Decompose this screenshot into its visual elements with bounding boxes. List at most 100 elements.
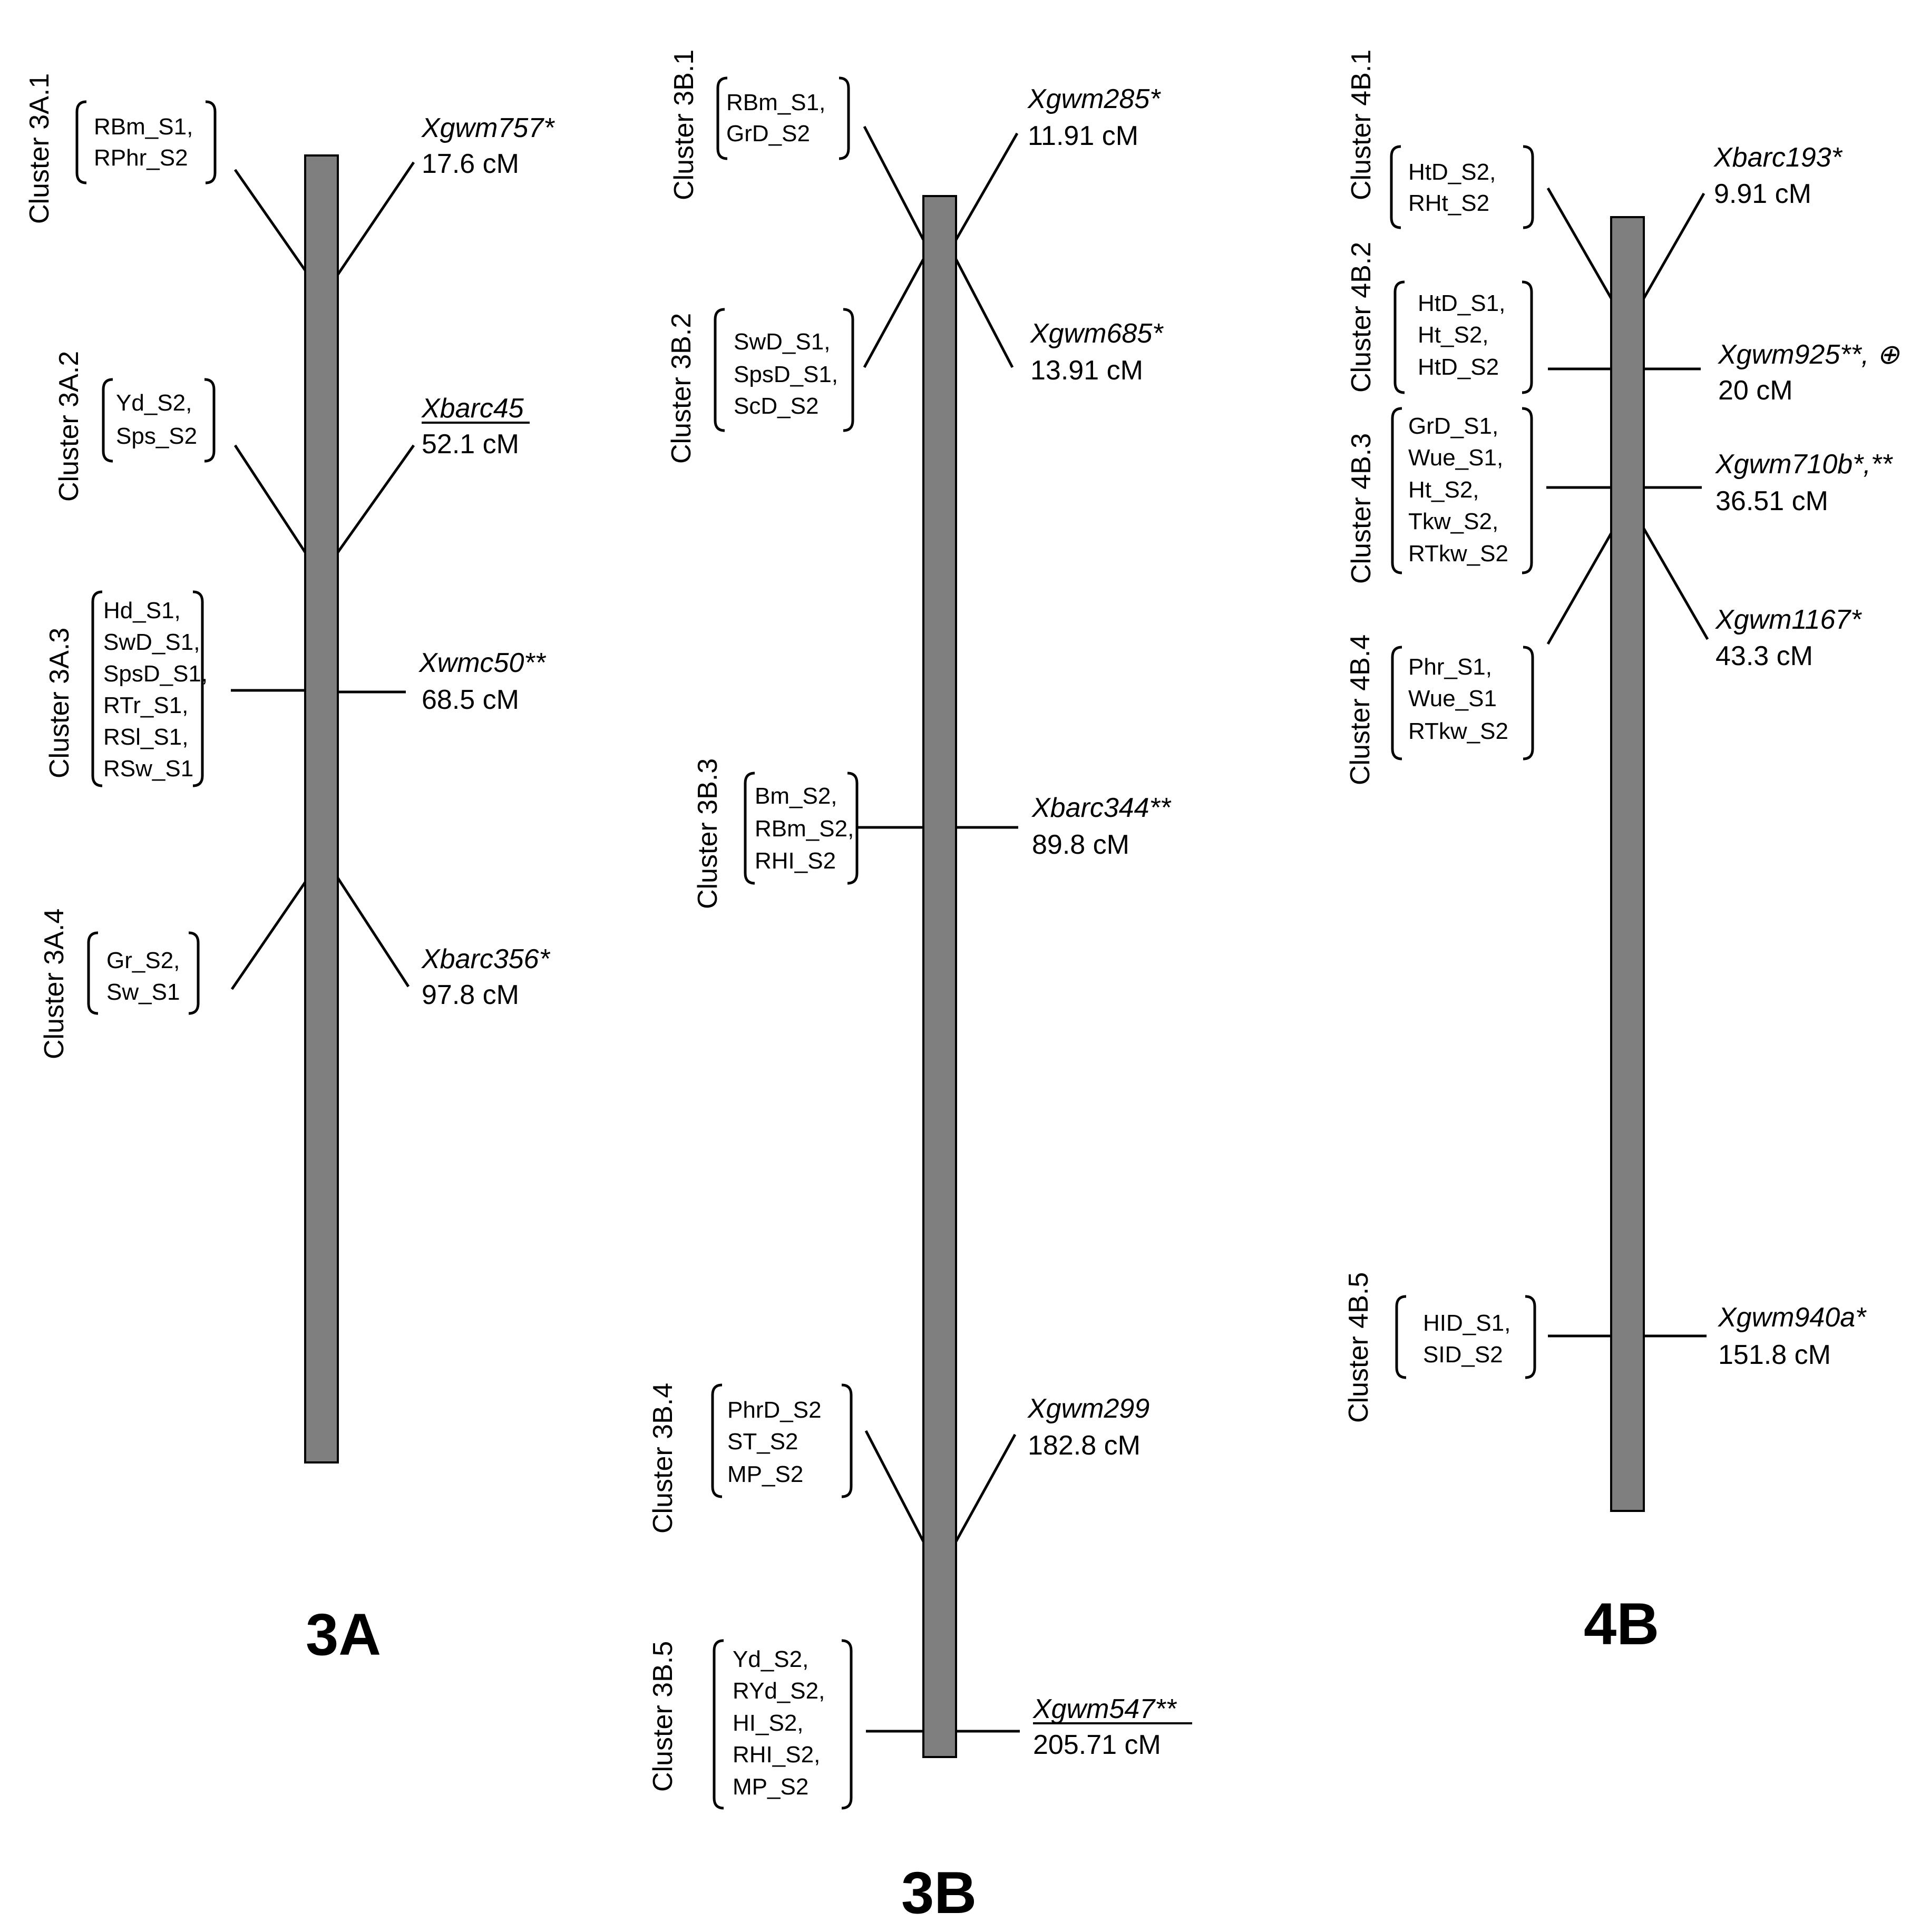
trait-4B-1-0: HtD_S2, <box>1408 159 1496 185</box>
trait-4B-2-1: Ht_S2, <box>1418 322 1489 348</box>
connector-right-3A-4 <box>336 877 410 988</box>
bracket-left-3B-5 <box>713 1639 724 1810</box>
bracket-right-3A-2 <box>204 378 216 463</box>
trait-3A-4-1: Sw_S1 <box>106 979 180 1005</box>
marker-name-3B-2: Xgwm685* <box>1030 318 1164 349</box>
trait-3B-2-1: SpsD_S1, <box>734 362 838 387</box>
marker-pos-3B-3: 89.8 cM <box>1032 830 1129 860</box>
trait-3A-3-1: SwD_S1, <box>103 629 200 655</box>
cluster-label-4B-3: Cluster 4B.3 <box>1346 433 1377 584</box>
bracket-right-3B-2 <box>843 308 854 432</box>
bracket-right-3A-4 <box>188 931 200 1015</box>
trait-3B-3-0: Bm_S2, <box>755 783 837 809</box>
chromosome-3A-bar <box>304 154 339 1463</box>
bracket-left-3B-1 <box>716 76 728 160</box>
connector-left-3B-4 <box>864 1430 925 1543</box>
cluster-label-3B-2: Cluster 3B.2 <box>666 313 697 464</box>
connector-right-3B-2 <box>954 258 1014 368</box>
trait-4B-3-2: Ht_S2, <box>1408 477 1479 503</box>
trait-3B-1-0: RBm_S1, <box>726 90 825 115</box>
chromosome-3B-label: 3B <box>901 1860 977 1926</box>
trait-3A-3-0: Hd_S1, <box>103 598 181 623</box>
marker-pos-3B-4: 182.8 cM <box>1028 1430 1141 1461</box>
marker-name-3B-5: Xgwm547** <box>1032 1694 1177 1724</box>
trait-3B-5-0: Yd_S2, <box>733 1646 808 1672</box>
trait-3A-1-0: RBm_S1, <box>94 114 193 140</box>
connector-right-3B-4 <box>954 1433 1017 1543</box>
cluster-label-4B-5: Cluster 4B.5 <box>1343 1272 1374 1423</box>
trait-4B-1-1: RHt_S2 <box>1408 190 1489 216</box>
connector-right-4B-1 <box>1642 192 1705 299</box>
chromosome-4B-group: Cluster 4B.1 HtD_S2, RHt_S2 Xbarc193* 9.… <box>1343 50 1900 1657</box>
bracket-right-4B-1 <box>1523 145 1534 229</box>
trait-3A-1-1: RPhr_S2 <box>94 145 188 171</box>
trait-3B-4-2: MP_S2 <box>727 1461 803 1487</box>
cluster-label-3A-2: Cluster 3A.2 <box>54 351 84 502</box>
bracket-right-3A-1 <box>205 100 217 184</box>
cluster-label-3B-1: Cluster 3B.1 <box>669 50 699 200</box>
connector-left-4B-1 <box>1546 187 1613 299</box>
bracket-right-3B-1 <box>839 76 850 160</box>
connector-right-4B-4 <box>1642 528 1709 640</box>
chromosome-3A-group: Cluster 3A.1 RBm_S1, RPhr_S2 Xgwm757* 17… <box>24 73 555 1667</box>
bracket-right-4B-5 <box>1525 1295 1536 1379</box>
marker-name-3B-1: Xgwm285* <box>1027 84 1161 114</box>
marker-pos-3B-1: 11.91 cM <box>1028 121 1138 151</box>
connector-left-4B-4 <box>1546 532 1613 645</box>
bracket-left-4B-4 <box>1391 646 1402 760</box>
trait-3A-3-2: SpsD_S1, <box>103 661 208 687</box>
marker-pos-4B-1: 9.91 cM <box>1714 179 1811 209</box>
marker-pos-3B-2: 13.91 cM <box>1030 355 1143 386</box>
connector-right-3A-2 <box>336 444 415 553</box>
chromosome-4B-bar <box>1610 216 1645 1512</box>
bracket-left-3B-3 <box>744 772 755 885</box>
bracket-left-4B-1 <box>1390 145 1401 229</box>
marker-name-3A-2: Xbarc45 <box>421 393 524 424</box>
marker-name-3B-3: Xbarc344** <box>1031 793 1172 823</box>
trait-4B-3-1: Wue_S1, <box>1408 445 1503 471</box>
trait-4B-4-2: RTkw_S2 <box>1408 718 1508 744</box>
trait-3A-4-0: Gr_S2, <box>106 948 180 973</box>
bracket-right-3B-5 <box>841 1639 853 1810</box>
trait-3B-5-4: MP_S2 <box>733 1774 808 1800</box>
marker-name-4B-3: Xgwm710b*,** <box>1715 449 1893 480</box>
connector-left-3A-2 <box>233 444 307 553</box>
cluster-label-4B-1: Cluster 4B.1 <box>1346 50 1377 200</box>
trait-3B-4-0: PhrD_S2 <box>727 1397 822 1423</box>
bracket-right-4B-4 <box>1523 646 1534 760</box>
bracket-right-3A-3 <box>192 590 204 787</box>
trait-4B-4-1: Wue_S1 <box>1408 686 1497 711</box>
chromosome-3B-bar <box>922 195 957 1758</box>
trait-3B-1-1: GrD_S2 <box>726 121 810 147</box>
trait-3B-2-2: ScD_S2 <box>734 393 818 419</box>
trait-3A-3-5: RSw_S1 <box>103 756 193 782</box>
cluster-label-3A-3: Cluster 3A.3 <box>44 628 75 778</box>
marker-name-4B-4: Xgwm1167* <box>1715 604 1862 635</box>
marker-name-3A-4: Xbarc356* <box>421 944 551 974</box>
bracket-left-3B-2 <box>714 308 725 432</box>
connector-left-3A-4 <box>230 881 307 990</box>
trait-3B-3-1: RBm_S2, <box>755 816 854 842</box>
marker-name-3B-4: Xgwm299 <box>1027 1393 1149 1424</box>
marker-name-4B-5: Xgwm940a* <box>1718 1302 1867 1333</box>
bracket-left-4B-2 <box>1393 280 1405 394</box>
cluster-label-3B-3: Cluster 3B.3 <box>693 758 723 909</box>
cluster-label-3A-4: Cluster 3A.4 <box>39 909 70 1059</box>
bracket-left-4B-3 <box>1391 407 1402 574</box>
trait-4B-3-3: Tkw_S2, <box>1408 509 1498 534</box>
connector-left-3B-2 <box>863 258 925 368</box>
connector-right-3A-1 <box>336 161 415 276</box>
trait-4B-4-0: Phr_S1, <box>1408 654 1492 680</box>
trait-4B-5-1: SID_S2 <box>1423 1342 1503 1368</box>
chromosome-4B-label: 4B <box>1584 1591 1659 1657</box>
connector-left-3B-1 <box>863 125 925 241</box>
trait-3B-5-2: HI_S2, <box>733 1710 804 1736</box>
marker-name-3A-1: Xgwm757* <box>421 113 555 143</box>
cluster-label-3B-5: Cluster 3B.5 <box>648 1641 678 1792</box>
trait-4B-2-2: HtD_S2 <box>1418 354 1499 380</box>
trait-4B-3-0: GrD_S1, <box>1408 413 1498 439</box>
trait-3A-3-4: RSl_S1, <box>103 724 188 750</box>
marker-pos-4B-4: 43.3 cM <box>1715 641 1813 671</box>
trait-3B-3-2: RHI_S2 <box>755 848 836 874</box>
